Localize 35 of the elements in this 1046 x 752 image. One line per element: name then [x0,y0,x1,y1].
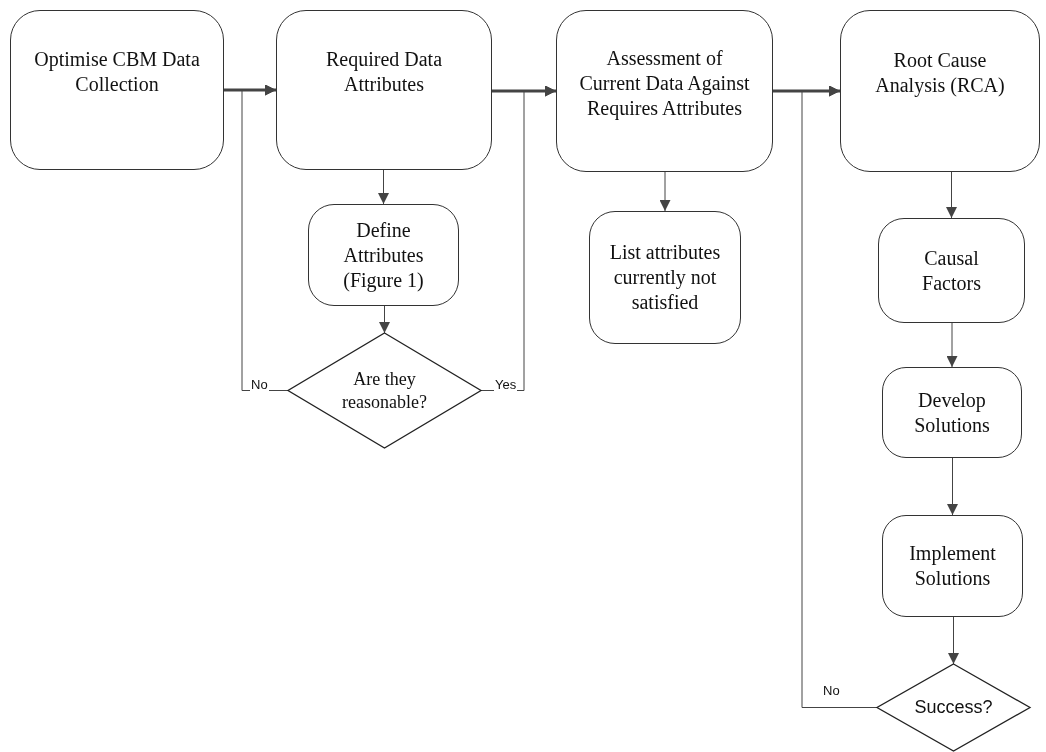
node-text: Assessment of Current Data Against Requires Attributes [578,45,751,121]
arrow [948,616,959,665]
edge-label: Yes [494,378,518,391]
edge-label: No [822,684,841,697]
node-text: Are they reasonable? [341,368,428,413]
node-text: Develop Solutions [913,387,991,438]
node-text: Root Cause Analysis (RCA) [874,48,1006,98]
arrow [241,84,289,391]
arrow [379,305,390,334]
decision-diamond [288,333,481,448]
process-box [840,10,1040,172]
node-text: List attributes currently not satisfied [608,240,722,315]
process-box [276,10,492,170]
node-text: Success? [914,696,993,719]
arrow [801,85,878,708]
arrow [946,322,958,368]
process-box [10,10,224,170]
decision-diamond [877,664,1030,751]
process-box [308,204,459,306]
process-box [878,218,1025,323]
process-box [882,367,1022,458]
arrow [947,457,958,516]
arrow [946,171,957,219]
node-text: Implement Solutions [908,541,997,591]
edge-label: No [250,378,269,391]
process-box [589,211,741,344]
arrow [378,169,389,205]
node-text: Causal Factors [921,245,982,296]
arrow [480,85,557,391]
node-text: Optimise CBM Data Collection [33,47,201,97]
node-text: Define Attributes (Figure 1) [342,217,425,293]
node-text: Required Data Attributes [324,47,444,97]
process-box [882,515,1023,617]
process-box [556,10,773,172]
arrow [659,171,671,212]
